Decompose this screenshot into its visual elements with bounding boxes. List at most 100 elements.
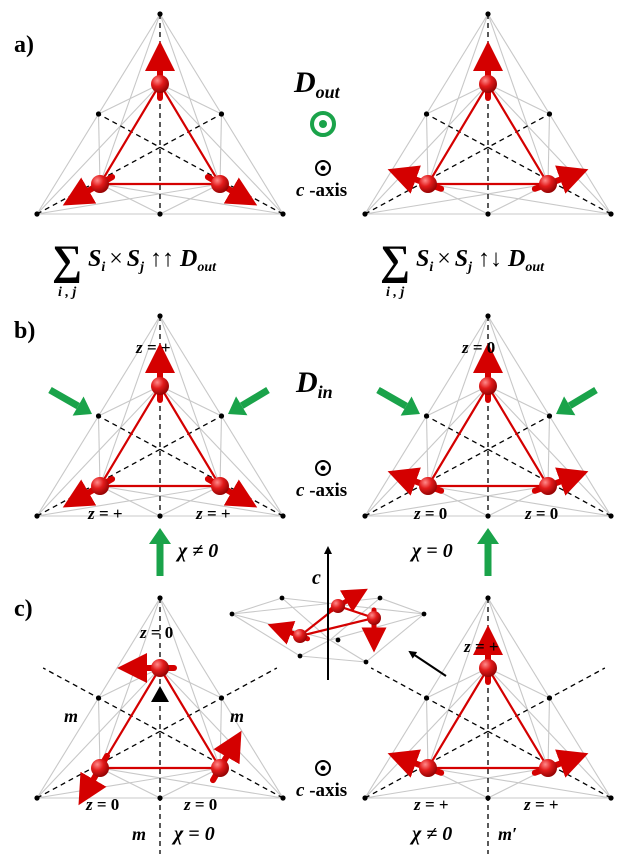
lattice-site (280, 795, 286, 801)
grid-line (329, 613, 425, 641)
grid-line (427, 485, 612, 517)
grid-line (299, 639, 331, 657)
spin-ball (479, 75, 497, 93)
lattice-site (157, 795, 163, 801)
chi-label: χ ≠ 0 (175, 540, 218, 562)
chi-label: χ = 0 (171, 823, 215, 845)
spin-ball (91, 759, 109, 777)
lattice-site (362, 211, 368, 217)
grid-line (427, 767, 612, 799)
z-label: z = + (463, 637, 499, 656)
grid-line (36, 83, 161, 215)
lattice-site (485, 595, 491, 601)
grid-line (98, 83, 161, 115)
grid-line (219, 415, 223, 487)
spin-ball (419, 477, 437, 495)
lattice-site (157, 211, 163, 217)
grid-line (159, 667, 284, 799)
svg-text:i , j: i , j (386, 285, 404, 300)
grid-line (159, 485, 221, 517)
grid-line (426, 385, 489, 417)
spin-ball (91, 175, 109, 193)
lattice-site (423, 695, 430, 701)
spin-ball (539, 759, 557, 777)
grid-line (36, 183, 221, 215)
lattice-site (157, 513, 163, 519)
green-arrow-icon (149, 528, 171, 576)
grid-line (98, 385, 161, 417)
grid-line (159, 83, 222, 115)
grid-line (281, 597, 331, 641)
lattice-site (297, 653, 303, 659)
lattice-site (485, 211, 491, 217)
panel-label-a: a) (14, 32, 34, 58)
grid-line (364, 83, 489, 215)
z-label: z = 0 (461, 338, 495, 357)
lattice-site (485, 795, 491, 801)
grid-line (547, 415, 551, 487)
z-label: z = + (523, 795, 559, 814)
grid-line (487, 83, 550, 115)
lattice-site (608, 513, 614, 519)
perspective-inset: c (229, 546, 427, 680)
formula-parallel: ∑ i , j Si×Sj↑↑Dout (52, 238, 217, 300)
mirror-line (36, 415, 222, 517)
threefold-axis-triangle-icon (151, 686, 169, 702)
grid-line (231, 597, 283, 615)
kagome-triangle (34, 595, 286, 854)
kagome-triangle (362, 595, 614, 854)
green-arrow-icon (376, 386, 420, 416)
z-label: z = + (135, 338, 171, 357)
grid-line (487, 385, 550, 417)
grid-line (99, 767, 161, 799)
lattice-site (546, 413, 553, 419)
spin-ball (331, 599, 345, 613)
grid-line (159, 385, 284, 517)
mirror-label: m (132, 824, 146, 844)
lattice-site (218, 111, 225, 117)
lattice-site (157, 11, 163, 17)
grid-line (425, 697, 429, 769)
grid-line (99, 183, 161, 215)
kagome-triangle (362, 313, 614, 519)
spin-ball (211, 759, 229, 777)
grid-line (99, 767, 284, 799)
panel-label-b: b) (14, 318, 35, 344)
grid-line (231, 613, 301, 657)
lattice-site (485, 313, 491, 319)
grid-line (219, 113, 223, 185)
c-axis-label: c -axis (296, 780, 347, 801)
grid-line (426, 83, 489, 115)
grid-line (427, 183, 612, 215)
lattice-site (608, 795, 614, 801)
lattice-site (485, 513, 491, 519)
spin-ball (479, 377, 497, 395)
green-arrow-icon (477, 528, 499, 576)
c-vector-label: c (312, 567, 321, 589)
red-bond-triangle (426, 383, 550, 488)
mirror-line (426, 415, 612, 517)
grid-line (36, 385, 161, 517)
z-label: z = 0 (413, 504, 447, 523)
kagome-triangles (34, 11, 614, 854)
kagome-triangle (34, 313, 286, 519)
green-arrow-icon (556, 386, 598, 416)
lattice-site (218, 695, 225, 701)
spin-ball (479, 659, 497, 677)
mirror-line (42, 667, 284, 799)
svg-text:Si×Sj↑↓Dout: Si×Sj↑↓Dout (416, 246, 545, 275)
red-bond-triangle (426, 81, 550, 186)
lattice-site (546, 111, 553, 117)
z-label: z = 0 (139, 623, 173, 642)
grid-line (329, 597, 381, 641)
lattice-site (34, 211, 40, 217)
grid-line (99, 183, 284, 215)
sum-index: i , j (58, 285, 76, 300)
grid-line (364, 183, 549, 215)
grid-line (426, 667, 489, 699)
grid-line (364, 767, 549, 799)
mirror-label: m (64, 706, 78, 726)
lattice-site (280, 513, 286, 519)
grid-line (299, 655, 367, 663)
